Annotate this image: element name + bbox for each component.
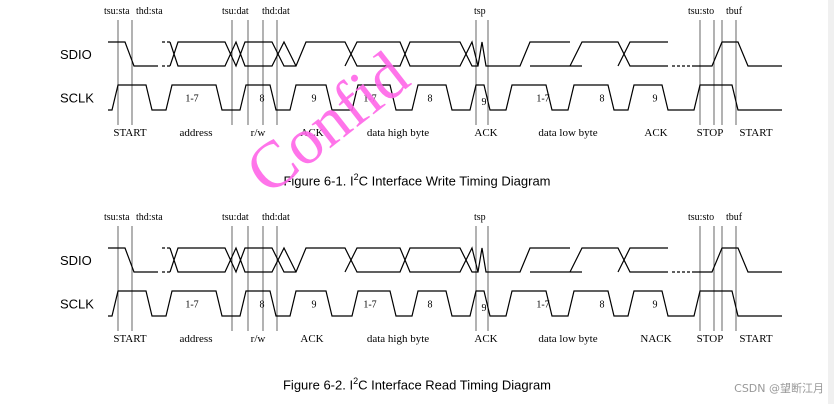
timing-label: thd:dat [262, 212, 290, 223]
sdio-stop-start [694, 247, 782, 273]
bit-count-label: 8 [260, 300, 265, 311]
timing-label: tsp [474, 212, 486, 223]
sdio-bus-bottom [169, 246, 297, 273]
timing-label: tsu:sto [688, 6, 714, 17]
bit-count-label: 8 [600, 300, 605, 311]
phase-label: ACK [300, 333, 323, 345]
sdio-low-cross [617, 41, 668, 67]
figure-caption-write: Figure 6-1. I2C Interface Write Timing D… [283, 172, 551, 189]
timing-label: tsu:sta [104, 212, 130, 223]
bit-count-label: 8 [428, 300, 433, 311]
timing-label: tsu:dat [222, 6, 249, 17]
timing-label: thd:sta [136, 6, 163, 17]
phase-label: STOP [697, 127, 724, 139]
bit-count-label: 9 [653, 94, 658, 105]
sclk-waveform [108, 84, 782, 111]
sclk-signal-label: SCLK [60, 91, 94, 106]
bit-count-label: 8 [428, 94, 433, 105]
bit-count-label: 8 [260, 94, 265, 105]
phase-label: data high byte [367, 127, 429, 139]
phase-label: ACK [300, 127, 323, 139]
sdio-bus-top [169, 247, 370, 274]
sdio-data-bottom [344, 246, 479, 273]
phase-label: START [113, 127, 147, 139]
timing-label: tsu:sta [104, 6, 130, 17]
bit-count-label: 1-7 [363, 94, 376, 105]
sdio-bus-bottom [169, 40, 297, 67]
bit-count-label: 9 [653, 300, 658, 311]
bit-count-label: 8 [600, 94, 605, 105]
bit-count-label: 1-7 [536, 94, 549, 105]
bit-count-label: 1-7 [185, 94, 198, 105]
sdio-low-top [569, 41, 668, 67]
sdio-start-edge [108, 247, 158, 273]
read-timing-diagram: SDIO SCLK tsu:sta thd:sta tsu:dat thd:dat tsp t… [60, 212, 782, 345]
sdio-low-cross [617, 247, 668, 273]
sdio-stop-start [694, 41, 782, 67]
phase-label: START [739, 127, 773, 139]
timing-label: tsu:dat [222, 212, 249, 223]
phase-label: ACK [474, 127, 497, 139]
phase-label: NACK [640, 333, 671, 345]
bit-count-label: 9 [312, 94, 317, 105]
bit-count-label: 9 [482, 97, 487, 108]
timing-label: tbuf [726, 6, 743, 17]
phase-label: r/w [251, 333, 266, 345]
bit-count-label: 1-7 [363, 300, 376, 311]
scrollbar[interactable] [828, 0, 834, 404]
phase-label: ACK [644, 127, 667, 139]
phase-label: data low byte [538, 127, 597, 139]
sdio-signal-label: SDIO [60, 253, 92, 268]
phase-label: data low byte [538, 333, 597, 345]
bit-count-label: 9 [312, 300, 317, 311]
csdn-credit: CSDN @望断江月 [734, 382, 824, 395]
phase-label: START [739, 333, 773, 345]
sclk-signal-label: SCLK [60, 297, 94, 312]
phase-label: address [180, 333, 213, 345]
write-timing-diagram: SDIO SCLK tsu:sta thd:sta tsu:dat thd:dat tsp t… [60, 6, 782, 139]
sdio-start-edge [108, 41, 158, 67]
phase-label: ACK [474, 333, 497, 345]
sdio-low-top [569, 247, 668, 273]
sdio-data-bottom [344, 40, 479, 67]
figure-caption-read: Figure 6-2. I2C Interface Read Timing Di… [282, 376, 552, 393]
sdio-bus-top [169, 41, 370, 68]
phase-label: data high byte [367, 333, 429, 345]
phase-label: STOP [697, 333, 724, 345]
timing-label: tsu:sto [688, 212, 714, 223]
phase-label: address [180, 127, 213, 139]
timing-label: thd:sta [136, 212, 163, 223]
sdio-signal-label: SDIO [60, 47, 92, 62]
phase-label: r/w [251, 127, 266, 139]
sclk-waveform [108, 290, 782, 317]
bit-count-label: 1-7 [185, 300, 198, 311]
timing-label: tsp [474, 6, 486, 17]
phase-label: START [113, 333, 147, 345]
bit-count-label: 9 [482, 303, 487, 314]
timing-label: thd:dat [262, 6, 290, 17]
timing-label: tbuf [726, 212, 743, 223]
bit-count-label: 1-7 [536, 300, 549, 311]
